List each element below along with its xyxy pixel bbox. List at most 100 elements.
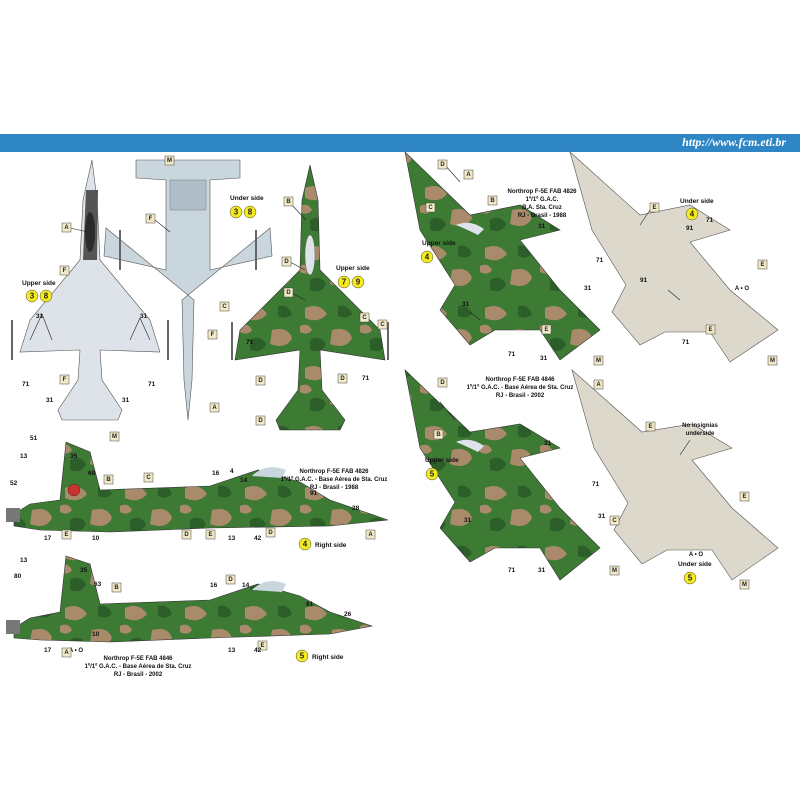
no-insignias-line1: No insignias — [682, 423, 718, 429]
callout-71-r3: 71 — [706, 217, 714, 224]
profile-1988-title: Northrop F-5E FAB 4826 — [299, 469, 369, 475]
callout-31-r8: 31 — [538, 567, 546, 574]
svg-text:3: 3 — [30, 292, 35, 301]
f5-underside-light — [103, 159, 273, 421]
callout-16-b: 16 — [210, 582, 218, 589]
svg-text:3: 3 — [234, 208, 239, 217]
website-url: http://www.fcm.eti.br — [682, 135, 786, 149]
marker-4-right-under: 4 — [685, 207, 699, 221]
svg-text:E: E — [208, 532, 212, 538]
callout-31-r5: 31 — [544, 440, 552, 447]
callout-17-a: 17 — [44, 535, 52, 542]
callout-31-d: 31 — [122, 397, 130, 404]
callout-box-D-1: D — [281, 256, 292, 267]
callout-box-D-3: D — [255, 375, 266, 386]
svg-text:M: M — [167, 158, 172, 164]
f5-under-beige-2002 — [571, 369, 779, 581]
callout-box-E-3: E — [257, 640, 268, 651]
callout-71-d: 71 — [362, 375, 370, 382]
callout-box-A-r1: A — [463, 169, 474, 180]
svg-text:F: F — [211, 332, 215, 338]
callout-13-a: 13 — [20, 453, 28, 460]
callout-10-a: 10 — [92, 535, 100, 542]
callout-box-D-2: D — [283, 287, 294, 298]
svg-text:C: C — [222, 304, 227, 310]
svg-text:A: A — [64, 650, 69, 656]
f5-profile-2002 — [6, 555, 374, 643]
callout-box-B-2: B — [103, 474, 114, 485]
svg-text:D: D — [440, 162, 445, 168]
svg-text:F: F — [63, 268, 67, 274]
profile-1988-unit: 1º/1º G.A.C. - Base Aérea de Sta. Cruz — [281, 477, 388, 483]
svg-text:E: E — [260, 643, 264, 649]
svg-text:5: 5 — [688, 574, 693, 583]
svg-text:A: A — [368, 532, 373, 538]
svg-text:B: B — [114, 585, 119, 591]
callout-17-b: 17 — [44, 647, 52, 654]
left-upper-side-label-group: Upper side 3 8 — [22, 280, 56, 303]
camo-upper-side-label: Upper side — [336, 265, 370, 272]
f5-top-camo-1988 — [404, 151, 601, 361]
svg-text:5: 5 — [430, 470, 435, 479]
callout-4-a: 4 — [230, 468, 234, 475]
callout-71-r5: 71 — [592, 481, 600, 488]
svg-text:E: E — [742, 494, 746, 500]
right-under-side-1-label: Under side — [680, 198, 714, 205]
svg-text:B: B — [286, 199, 291, 205]
callout-box-D-r2: D — [437, 377, 448, 388]
svg-text:B: B — [106, 477, 111, 483]
callout-71-r2: 71 — [508, 351, 516, 358]
callout-16-a: 16 — [212, 470, 220, 477]
callout-31-a: 31 — [36, 313, 44, 320]
callout-31-r2: 31 — [584, 285, 592, 292]
svg-text:A: A — [212, 405, 217, 411]
svg-text:C: C — [146, 475, 151, 481]
callout-10-b: 10 — [92, 631, 100, 638]
callout-box-D-r1: D — [437, 159, 448, 170]
svg-text:E: E — [544, 327, 548, 333]
marker-4-profile: 4 — [298, 537, 312, 551]
callout-13-b: 13 — [228, 535, 236, 542]
svg-text:M: M — [112, 434, 117, 440]
callout-31-b: 31 — [140, 313, 148, 320]
callout-61: 61 — [306, 601, 314, 608]
left-camo-upper-label-group: Upper side 7 9 — [336, 265, 370, 289]
callout-box-D-8: D — [225, 574, 236, 585]
marker-8-under: 8 — [243, 205, 257, 219]
svg-text:5: 5 — [300, 652, 305, 661]
svg-text:D: D — [184, 532, 189, 538]
callout-box-D-4: D — [337, 373, 348, 384]
svg-text:4: 4 — [303, 540, 308, 549]
svg-text:E: E — [648, 424, 652, 430]
callout-box-B-3: B — [111, 582, 122, 593]
right-under-side-2-label: Under side — [678, 561, 712, 568]
svg-text:E: E — [760, 262, 764, 268]
callout-14-b: 14 — [242, 582, 250, 589]
f5-topview-light — [11, 159, 169, 421]
svg-text:D: D — [340, 376, 345, 382]
svg-text:M: M — [770, 358, 775, 364]
svg-text:8: 8 — [44, 292, 49, 301]
svg-text:4: 4 — [425, 253, 430, 262]
callout-box-C-1: C — [219, 301, 230, 312]
callout-box-C-r2: C — [609, 515, 620, 526]
callout-13-d: 13 — [228, 647, 236, 654]
right-caption-1988: Northrop F-5E FAB 4826 1º/1º G.A.C. B.A.… — [507, 189, 577, 219]
callout-31-r3: 31 — [462, 301, 470, 308]
marker-5-right-under: 5 — [683, 571, 697, 585]
callout-box-D-5: D — [255, 415, 266, 426]
callout-71-b: 71 — [148, 381, 156, 388]
f5-profile-1988 — [6, 441, 389, 533]
svg-text:D: D — [284, 259, 289, 265]
right-1988-unit: 1º/1º G.A.C. — [526, 197, 559, 203]
callout-box-M-1: M — [109, 431, 120, 442]
callout-box-C-4: C — [143, 472, 154, 483]
callout-box-E-2: E — [205, 529, 216, 540]
callout-box-C-2: C — [359, 312, 370, 323]
svg-text:4: 4 — [690, 210, 695, 219]
svg-text:D: D — [258, 418, 263, 424]
upper-side-label: Upper side — [22, 280, 56, 287]
callout-box-E-r5: E — [645, 421, 656, 432]
f5-under-beige-1988 — [569, 151, 779, 363]
callout-box-A-2: A — [209, 402, 220, 413]
